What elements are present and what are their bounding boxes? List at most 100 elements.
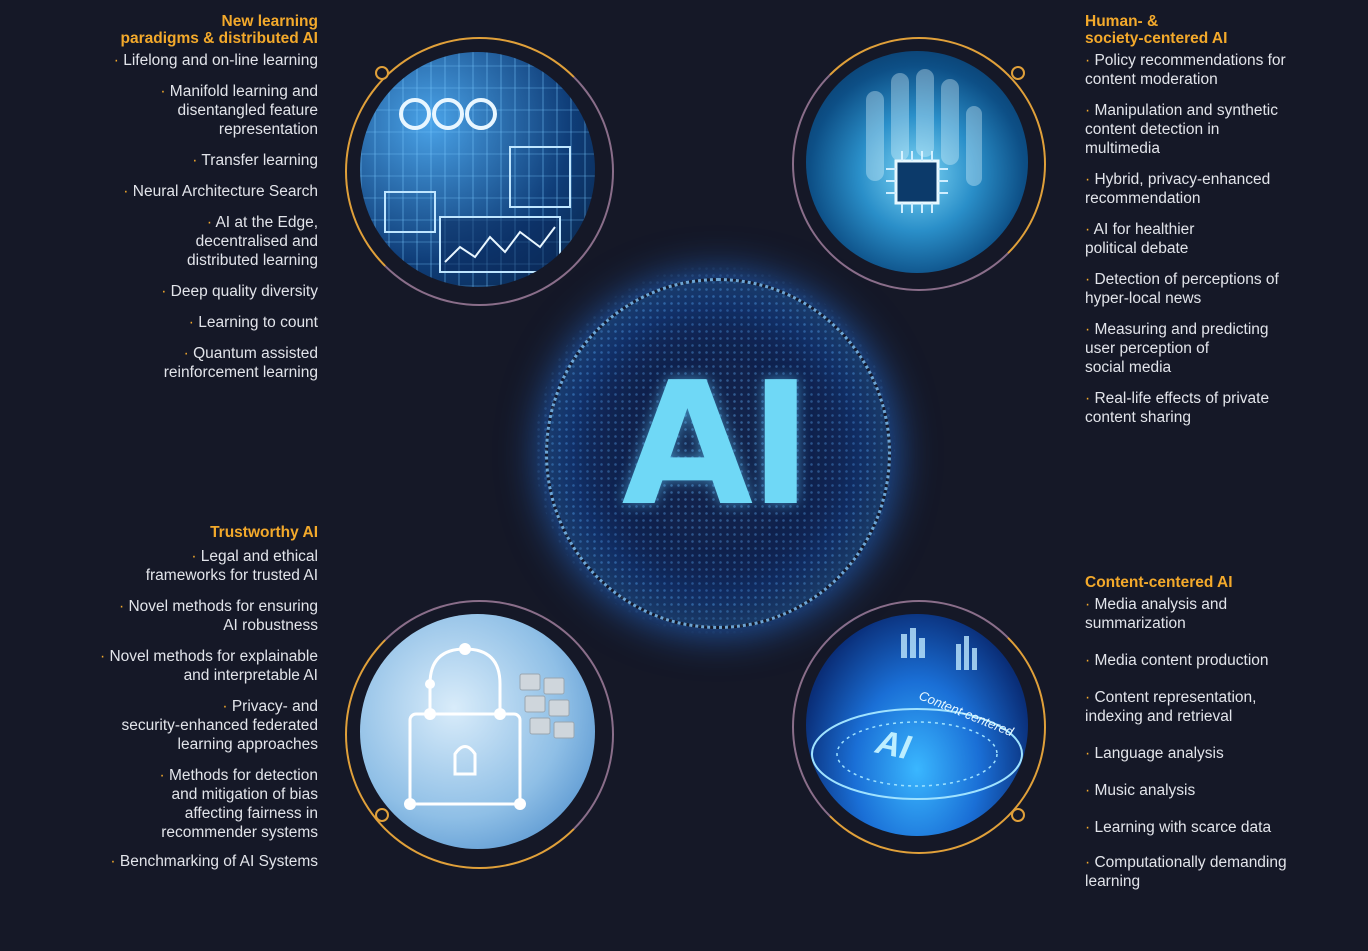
image-content-centered-ai: Content-centered AI — [806, 614, 1028, 836]
image-security-lock — [360, 614, 595, 849]
item-text: Novel methods for explainable — [109, 648, 318, 665]
bullet-icon: · — [1085, 321, 1095, 338]
bullet-icon: · — [1085, 271, 1095, 288]
bullet-icon: · — [161, 283, 171, 300]
item-text: Learning with scarce data — [1094, 819, 1272, 836]
item-text-line: · Hybrid, privacy-enhanced — [1085, 170, 1368, 189]
item-text: recommendation — [1085, 190, 1201, 207]
item-text-line: content sharing — [1085, 408, 1368, 427]
item-text-line: · Policy recommendations for — [1085, 51, 1368, 70]
item-text-line: · Novel methods for ensuring — [0, 597, 318, 616]
bullet-icon: · — [1085, 390, 1095, 407]
item-text: Content representation, — [1094, 689, 1257, 706]
item-text: learning approaches — [177, 736, 318, 753]
bullet-icon: · — [191, 548, 201, 565]
item-text-line: indexing and retrieval — [1085, 707, 1368, 726]
item-text: Lifelong and on-line learning — [123, 52, 318, 69]
list-item: · Lifelong and on-line learning — [0, 51, 318, 70]
item-text-line: · Learning to count — [0, 313, 318, 332]
item-text-line: · Quantum assisted — [0, 344, 318, 363]
bullet-icon: · — [159, 767, 169, 784]
item-text: Neural Architecture Search — [132, 183, 318, 200]
item-text: Computationally demanding — [1094, 854, 1287, 871]
item-text-line: · Media analysis and — [1085, 595, 1368, 614]
item-text: Language analysis — [1094, 745, 1224, 762]
bullet-icon: · — [1085, 689, 1095, 706]
content-ai-graphic — [811, 628, 1023, 800]
item-text-line: and interpretable AI — [0, 666, 318, 685]
item-text: affecting fairness in — [184, 805, 318, 822]
section-heading: Content-centered AI — [1085, 574, 1233, 591]
item-text: reinforcement learning — [163, 364, 318, 381]
item-text: decentralised and — [195, 233, 318, 250]
item-text-line: · Privacy- and — [0, 697, 318, 716]
item-text: content moderation — [1085, 71, 1218, 88]
bullet-icon: · — [1085, 819, 1095, 836]
item-list: · Legal and ethical frameworks for truste… — [0, 547, 318, 871]
item-text-line: · Neural Architecture Search — [0, 182, 318, 201]
item-text: frameworks for trusted AI — [145, 567, 318, 584]
list-item: · Transfer learning — [0, 151, 318, 170]
item-text: AI robustness — [223, 617, 318, 634]
chip-graphic — [866, 69, 982, 213]
item-text-line: content moderation — [1085, 70, 1368, 89]
bullet-icon: · — [222, 698, 232, 715]
item-text-line: multimedia — [1085, 139, 1368, 158]
item-list: · Lifelong and on-line learning · Manifol… — [0, 51, 318, 382]
item-text: Quantum assisted — [193, 345, 318, 362]
item-text: Novel methods for ensuring — [128, 598, 318, 615]
item-text-line: · Lifelong and on-line learning — [0, 51, 318, 70]
section-new-learning-paradigms: New learning paradigms & distributed AI … — [0, 13, 318, 382]
item-text: Benchmarking of AI Systems — [119, 853, 318, 870]
item-text: Music analysis — [1094, 782, 1196, 799]
item-text: and mitigation of bias — [171, 786, 318, 803]
item-text-line: hyper-local news — [1085, 289, 1368, 308]
item-text-line: recommender systems — [0, 823, 318, 842]
ring-bottom-left — [345, 600, 614, 869]
bullet-icon: · — [1085, 52, 1095, 69]
item-text: AI for healthier — [1093, 221, 1195, 238]
item-text: Media content production — [1094, 652, 1269, 669]
item-text: representation — [218, 121, 318, 138]
list-item: · Learning with scarce data — [1085, 818, 1368, 837]
item-text-line: · Manipulation and synthetic — [1085, 101, 1368, 120]
item-text-line: representation — [0, 120, 318, 139]
item-text-line: · Computationally demanding — [1085, 853, 1368, 872]
item-text: Hybrid, privacy-enhanced — [1094, 171, 1271, 188]
item-text-line: reinforcement learning — [0, 363, 318, 382]
section-human-society-centered-ai: Human- & society-centered AI · Policy re… — [1085, 13, 1368, 427]
section-content-centered-ai: Content-centered AI · Media analysis and… — [1085, 574, 1368, 891]
item-text-line: · AI at the Edge, — [0, 213, 318, 232]
item-text-line: · Learning with scarce data — [1085, 818, 1368, 837]
item-text-line: · Transfer learning — [0, 151, 318, 170]
list-item: · Media content production — [1085, 651, 1368, 670]
item-text: distributed learning — [187, 252, 318, 269]
item-text-line: affecting fairness in — [0, 804, 318, 823]
item-text-line: · Deep quality diversity — [0, 282, 318, 301]
item-text-line: social media — [1085, 358, 1368, 377]
item-text: Manipulation and synthetic — [1094, 102, 1279, 119]
item-text-line: · Music analysis — [1085, 781, 1368, 800]
item-text: content detection in — [1085, 121, 1220, 138]
item-text: social media — [1085, 359, 1172, 376]
ring-top-right — [792, 37, 1046, 291]
item-text: Transfer learning — [201, 152, 318, 169]
bullet-icon: · — [123, 183, 133, 200]
item-text: Privacy- and — [231, 698, 318, 715]
list-item: · Language analysis — [1085, 744, 1368, 763]
item-text-line: distributed learning — [0, 251, 318, 270]
image-hand-chip — [806, 51, 1028, 273]
section-heading: Human- & society-centered AI — [1085, 13, 1228, 47]
bullet-icon: · — [118, 598, 129, 615]
item-text-line: · Methods for detection — [0, 766, 318, 785]
item-text: and interpretable AI — [183, 667, 318, 684]
item-text: Legal and ethical — [200, 548, 318, 565]
item-text-line: · Measuring and predicting — [1085, 320, 1368, 339]
